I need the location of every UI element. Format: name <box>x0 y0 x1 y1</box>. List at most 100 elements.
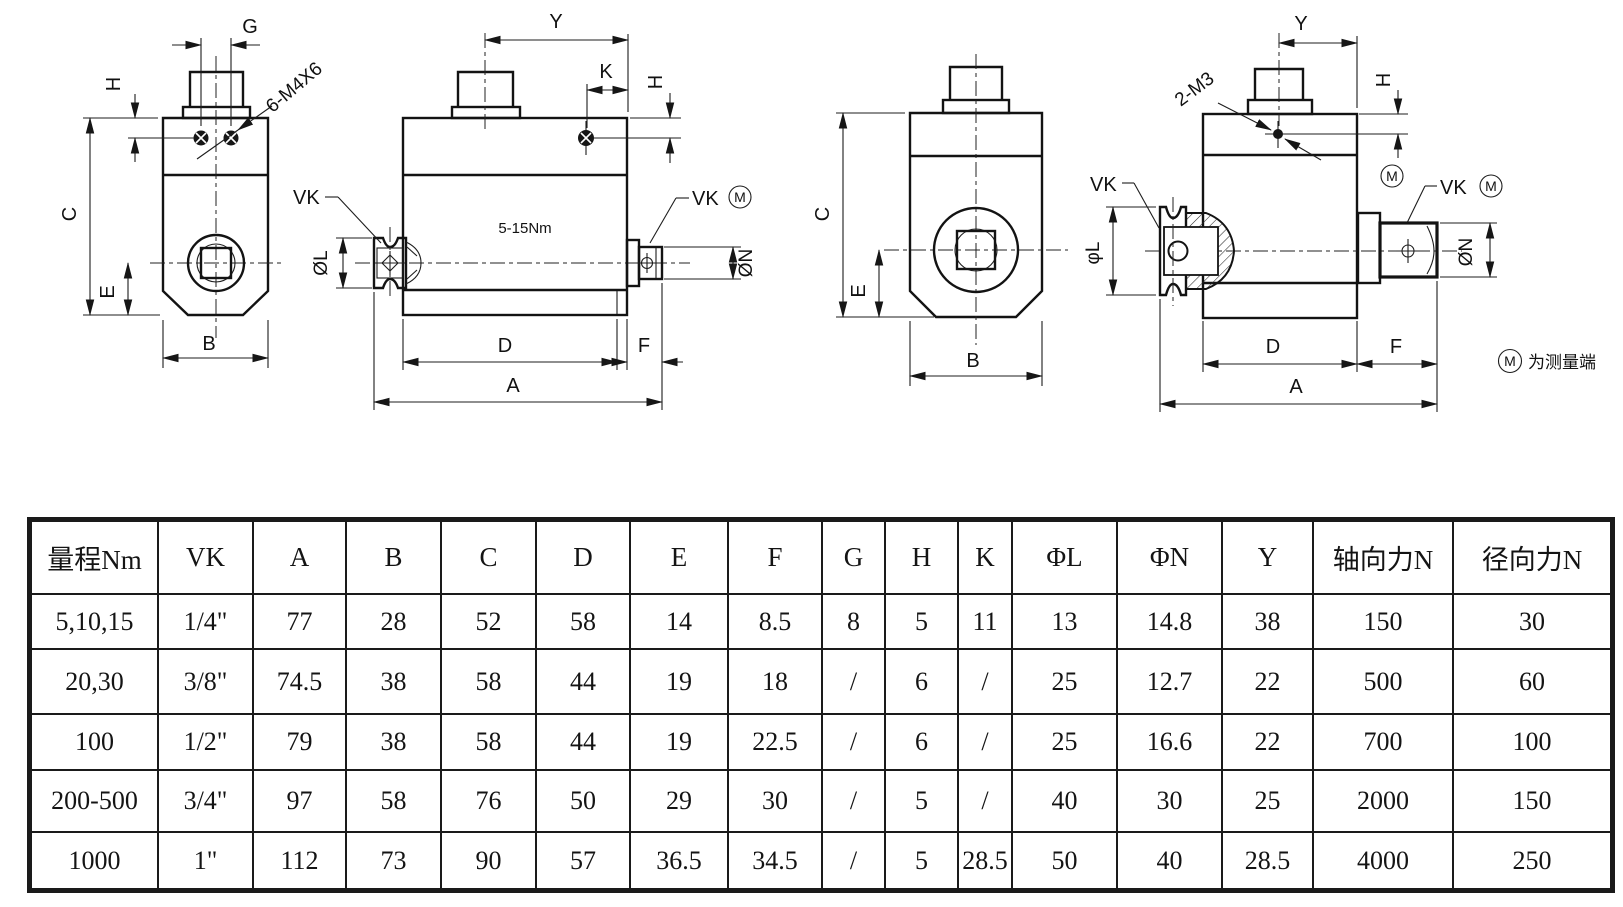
dim-label-h: H <box>645 75 667 89</box>
table-cell: / <box>957 713 1013 771</box>
table-cell: 90 <box>440 831 537 891</box>
table-cell: 19 <box>629 713 729 771</box>
table-cell: 44 <box>535 648 631 715</box>
note-m-symbol: M <box>1504 353 1516 369</box>
dim-label-y: Y <box>1294 13 1307 35</box>
dim-label-c: C <box>812 207 834 221</box>
vk-label: VK <box>293 187 320 209</box>
screw-icon <box>1265 121 1291 148</box>
column-header: 量程Nm <box>29 519 159 595</box>
table-cell: 30 <box>727 769 823 833</box>
shaft-right <box>1356 211 1439 285</box>
table-cell: 8.5 <box>727 593 823 650</box>
table-cell: 52 <box>440 593 537 650</box>
vk-shaft-left-section <box>1158 197 1236 306</box>
table-cell: 74.5 <box>252 648 347 715</box>
column-header: 径向力N <box>1452 519 1613 595</box>
table-cell: 700 <box>1312 713 1454 771</box>
table-cell: 77 <box>252 593 347 650</box>
dim-label-b: B <box>202 333 215 355</box>
table-cell: 2000 <box>1312 769 1454 833</box>
dim-label-f: F <box>1390 336 1402 358</box>
column-header: 轴向力N <box>1312 519 1454 595</box>
table-cell: 28.5 <box>1221 831 1314 891</box>
table-cell: 38 <box>345 648 442 715</box>
shaft-right <box>625 238 664 288</box>
column-header: H <box>884 519 959 595</box>
table-cell: 40 <box>1011 769 1118 833</box>
side-view-1: ØL VK 5-15Nm VK M ØN Y <box>293 11 757 410</box>
table-cell: 58 <box>440 648 537 715</box>
square-drive-hole <box>932 206 1020 294</box>
table-cell: 36.5 <box>629 831 729 891</box>
column-header: G <box>821 519 886 595</box>
dim-label-g: G <box>242 16 258 38</box>
dim-label-y: Y <box>549 11 562 33</box>
table-cell: 58 <box>440 713 537 771</box>
table-cell: 38 <box>1221 593 1314 650</box>
technical-drawings: G H C E B 6-M4X6 <box>59 11 1596 412</box>
table-cell: 18 <box>727 648 823 715</box>
table-cell: 79 <box>252 713 347 771</box>
measurement-end-icon: M <box>728 185 752 209</box>
table-cell: / <box>821 648 886 715</box>
table-cell: 73 <box>345 831 442 891</box>
torque-range-label: 5-15Nm <box>498 220 551 237</box>
dim-label-b: B <box>966 350 979 372</box>
table-cell: 22.5 <box>727 713 823 771</box>
column-header: B <box>345 519 442 595</box>
column-header: D <box>535 519 631 595</box>
table-cell: 150 <box>1452 769 1613 833</box>
table-cell: 150 <box>1312 593 1454 650</box>
dim-label-a: A <box>1289 376 1303 398</box>
screw-icon <box>578 121 594 155</box>
table-cell: 14.8 <box>1116 593 1223 650</box>
table-cell: / <box>821 831 886 891</box>
table-cell: 1/2" <box>157 713 254 771</box>
table-cell: 97 <box>252 769 347 833</box>
dim-label-f: F <box>638 335 650 357</box>
table-cell: 3/4" <box>157 769 254 833</box>
table-cell: 11 <box>957 593 1013 650</box>
screw-spec-label: 2-M3 <box>1171 68 1218 111</box>
vk-label: VK <box>692 188 719 210</box>
table-cell: 12.7 <box>1116 648 1223 715</box>
table-cell: 16.6 <box>1116 713 1223 771</box>
table-cell: 50 <box>535 769 631 833</box>
table-cell: 30 <box>1116 769 1223 833</box>
dim-label-phi-n: ØN <box>736 249 757 278</box>
table-cell: / <box>957 648 1013 715</box>
screw-icon <box>193 130 209 146</box>
table-cell: 19 <box>629 648 729 715</box>
table-cell: 5,10,15 <box>29 593 159 650</box>
table-cell: 25 <box>1011 713 1118 771</box>
table-cell: 60 <box>1452 648 1613 715</box>
table-cell: 58 <box>345 769 442 833</box>
table-cell: 25 <box>1011 648 1118 715</box>
table-cell: 1000 <box>29 831 159 891</box>
table-cell: 20,30 <box>29 648 159 715</box>
table-cell: 6 <box>884 713 959 771</box>
table-cell: 5 <box>884 593 959 650</box>
dim-label-phi-l: φL <box>1083 242 1104 265</box>
svg-text:M: M <box>1485 178 1497 194</box>
column-header: E <box>629 519 729 595</box>
column-header: A <box>252 519 347 595</box>
table-cell: 4000 <box>1312 831 1454 891</box>
table-cell: 1/4" <box>157 593 254 650</box>
column-header: VK <box>157 519 254 595</box>
screw-spec-label: 6-M4X6 <box>262 58 326 117</box>
column-header: K <box>957 519 1013 595</box>
measurement-end-icon: M <box>1479 174 1503 198</box>
table-cell: 28.5 <box>957 831 1013 891</box>
table-cell: 112 <box>252 831 347 891</box>
dim-label-e: E <box>97 285 119 298</box>
column-header: Y <box>1221 519 1314 595</box>
table-cell: 100 <box>1452 713 1613 771</box>
table-cell: 14 <box>629 593 729 650</box>
